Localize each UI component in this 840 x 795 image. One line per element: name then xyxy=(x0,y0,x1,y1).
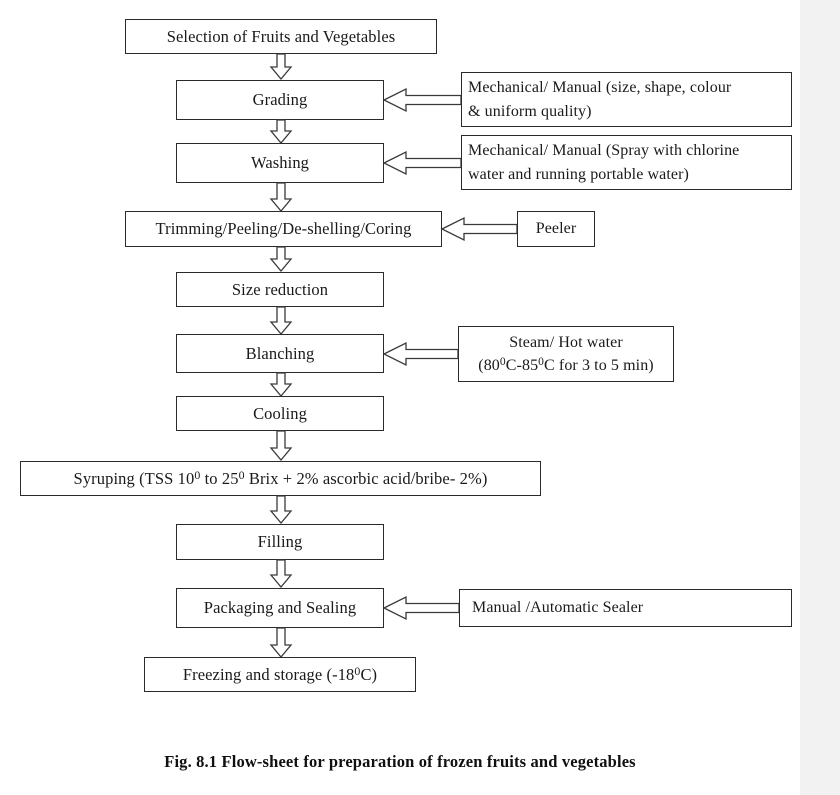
syruping-degree-1: 0 xyxy=(194,467,201,482)
freezing-text-post: C) xyxy=(360,664,378,684)
annotation-blanching-line2: (800C-850C for 3 to 5 min) xyxy=(465,354,667,377)
process-box-size-reduction: Size reduction xyxy=(176,272,384,307)
freezing-text-pre: Freezing and storage (-18 xyxy=(182,664,355,684)
left-block-arrow-blanching xyxy=(382,340,459,368)
down-block-arrow-4 xyxy=(267,246,295,273)
annotation-box-peeler: Peeler xyxy=(517,211,595,247)
process-box-cooling: Cooling xyxy=(176,396,384,431)
process-label-cooling: Cooling xyxy=(253,403,307,423)
process-label-filling: Filling xyxy=(257,532,303,552)
process-label-trimming: Trimming/Peeling/De-shelling/Coring xyxy=(155,219,412,239)
left-block-arrow-sealer xyxy=(382,594,460,622)
process-label-grading: Grading xyxy=(252,90,308,110)
process-label-selection: Selection of Fruits and Vegetables xyxy=(166,26,396,46)
syruping-text-mid: to 25 xyxy=(200,468,239,488)
annotation-blanching-line1: Steam/ Hot water xyxy=(509,333,623,351)
left-block-arrow-grading xyxy=(382,86,462,114)
process-box-washing: Washing xyxy=(176,143,384,183)
process-box-blanching: Blanching xyxy=(176,334,384,373)
annotation-grading-line2: & uniform quality) xyxy=(468,102,592,120)
annotation-box-blanching: Steam/ Hot water (800C-850C for 3 to 5 m… xyxy=(458,326,674,382)
annotation-washing-line2: water and running portable water) xyxy=(468,165,689,183)
figure-canvas: Selection of Fruits and Vegetables Gradi… xyxy=(0,0,800,795)
blanching-degree-1: 0 xyxy=(499,356,506,369)
annotation-peeler-label: Peeler xyxy=(535,220,577,238)
left-block-arrow-peeler xyxy=(440,215,518,243)
process-box-grading: Grading xyxy=(176,80,384,120)
blanching-temp-pre: (80 xyxy=(478,357,500,374)
down-block-arrow-8 xyxy=(267,495,295,525)
process-box-filling: Filling xyxy=(176,524,384,560)
process-label-blanching: Blanching xyxy=(245,343,315,363)
down-block-arrow-1 xyxy=(267,53,295,81)
annotation-box-grading: Mechanical/ Manual (size, shape, colour … xyxy=(461,72,792,127)
syruping-text-post: Brix + 2% ascorbic acid/bribe- 2%) xyxy=(244,468,488,488)
process-box-freezing: Freezing and storage (-180C) xyxy=(144,657,416,692)
process-box-packaging: Packaging and Sealing xyxy=(176,588,384,628)
process-label-packaging: Packaging and Sealing xyxy=(203,598,357,618)
down-block-arrow-10 xyxy=(267,627,295,659)
annotation-sealer-label: Manual /Automatic Sealer xyxy=(472,599,644,617)
process-box-selection: Selection of Fruits and Vegetables xyxy=(125,19,437,54)
left-block-arrow-washing xyxy=(382,149,462,177)
down-block-arrow-2 xyxy=(267,119,295,145)
blanching-degree-2: 0 xyxy=(538,356,545,369)
annotation-box-sealer: Manual /Automatic Sealer xyxy=(459,589,792,627)
annotation-washing-line1: Mechanical/ Manual (Spray with chlorine xyxy=(468,142,740,160)
down-block-arrow-9 xyxy=(267,559,295,589)
process-box-syruping: Syruping (TSS 100 to 250 Brix + 2% ascor… xyxy=(20,461,541,496)
figure-caption: Fig. 8.1 Flow-sheet for preparation of f… xyxy=(164,752,636,771)
blanching-temp-post: C for 3 to 5 min) xyxy=(544,357,654,374)
down-block-arrow-6 xyxy=(267,372,295,398)
process-label-washing: Washing xyxy=(250,153,310,173)
process-label-syruping: Syruping (TSS 100 to 250 Brix + 2% ascor… xyxy=(74,468,488,490)
annotation-box-washing: Mechanical/ Manual (Spray with chlorine … xyxy=(461,135,792,190)
freezing-degree: 0 xyxy=(354,663,361,678)
down-block-arrow-7 xyxy=(267,430,295,462)
process-label-size-reduction: Size reduction xyxy=(231,279,329,299)
blanching-temp-mid: C-85 xyxy=(505,357,539,374)
process-label-freezing: Freezing and storage (-180C) xyxy=(183,664,377,686)
syruping-text-pre: Syruping (TSS 10 xyxy=(73,468,195,488)
down-block-arrow-3 xyxy=(267,182,295,213)
down-block-arrow-5 xyxy=(267,306,295,336)
annotation-grading-line1: Mechanical/ Manual (size, shape, colour xyxy=(468,79,732,97)
syruping-degree-2: 0 xyxy=(238,467,245,482)
page-right-margin xyxy=(800,0,840,795)
process-box-trimming: Trimming/Peeling/De-shelling/Coring xyxy=(125,211,442,247)
